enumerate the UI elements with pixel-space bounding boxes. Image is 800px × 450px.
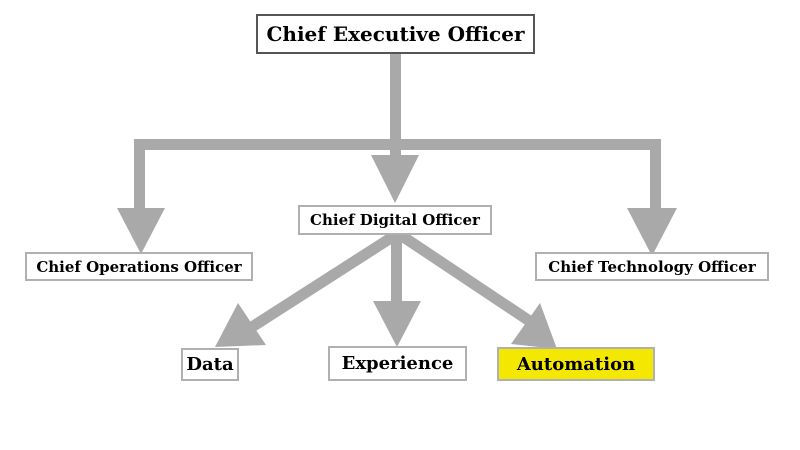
automation-node: Automation	[497, 347, 655, 381]
experience-connector	[391, 234, 402, 306]
coo-node: Chief Operations Officer	[25, 252, 253, 281]
experience-arrowhead	[373, 301, 421, 347]
data-connector	[249, 229, 400, 332]
cto-label: Chief Technology Officer	[548, 257, 756, 276]
automation-label: Automation	[516, 353, 636, 375]
data-node: Data	[181, 348, 239, 381]
ceo-trunk-connector	[390, 54, 401, 154]
automation-arrowhead	[511, 303, 557, 349]
coo-label: Chief Operations Officer	[36, 257, 242, 276]
automation-connector	[395, 229, 535, 327]
data-arrowhead	[215, 303, 266, 347]
cto-node: Chief Technology Officer	[535, 252, 769, 281]
cdo-drop-connector	[390, 145, 401, 159]
experience-label: Experience	[341, 353, 454, 374]
cdo-arrowhead	[371, 155, 419, 203]
data-label: Data	[186, 354, 234, 375]
cto-arrowhead	[627, 208, 677, 256]
cto-drop-connector	[650, 145, 661, 213]
top-bus-connector	[134, 139, 661, 150]
cdo-node: Chief Digital Officer	[298, 205, 492, 235]
experience-node: Experience	[328, 346, 467, 381]
ceo-label: Chief Executive Officer	[266, 22, 525, 46]
coo-arrowhead	[117, 208, 165, 254]
cdo-label: Chief Digital Officer	[310, 211, 480, 229]
ceo-node: Chief Executive Officer	[256, 14, 535, 54]
coo-drop-connector	[134, 145, 145, 213]
